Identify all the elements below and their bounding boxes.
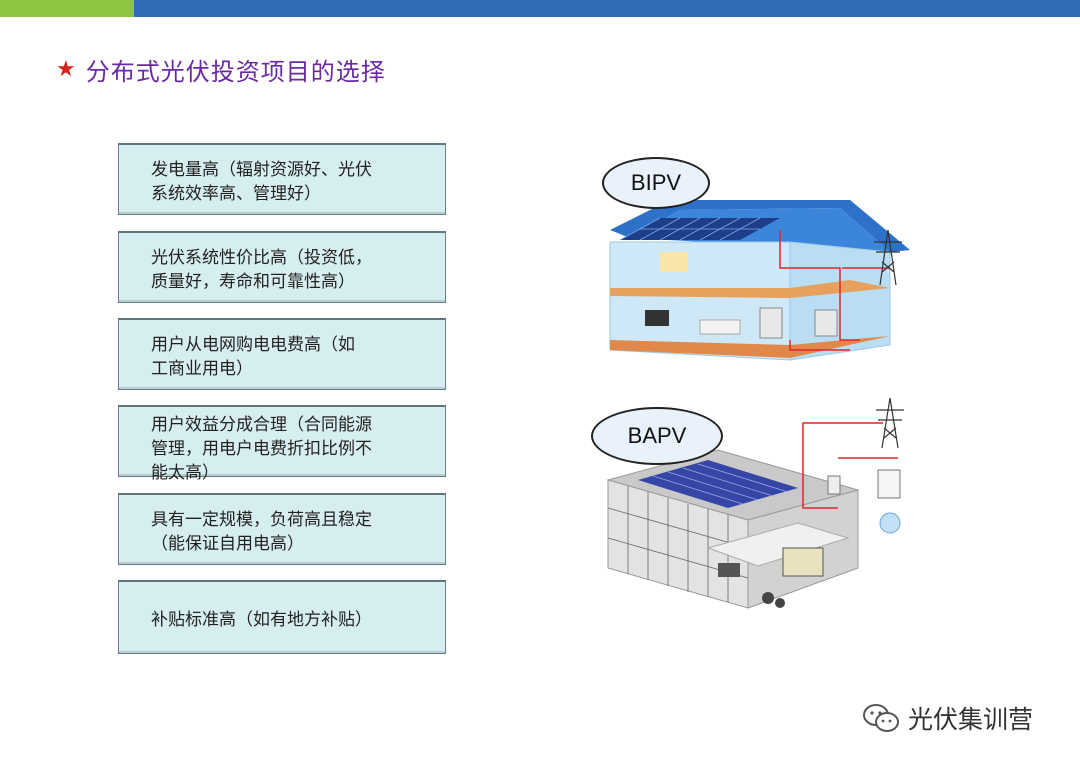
card-line: 发电量高（辐射资源好、光伏 [151, 159, 372, 180]
watermark-text: 光伏集训营 [908, 705, 1034, 734]
card-line: 光伏系统性价比高（投资低， [151, 247, 372, 268]
wechat-icon [863, 704, 899, 732]
criteria-card-5: 具有一定规模，负荷高且稳定 （能保证自用电高） [118, 493, 446, 565]
top-bar-blue [134, 0, 1080, 17]
card-line: 工商业用电） [151, 358, 253, 379]
bipv-label: BIPV [602, 157, 710, 209]
card-line: 能太高） [151, 463, 219, 483]
card-line: 管理，用电户电费折扣比例不 [151, 439, 372, 459]
slide-title-text: 分布式光伏投资项目的选择 [85, 58, 386, 86]
criteria-card-4: 用户效益分成合理（合同能源管理，用电户电费折扣比例不能太高） [118, 405, 446, 483]
card-line: 补贴标准高（如有地方补贴） [151, 609, 372, 630]
watermark: 光伏集训营 [862, 700, 1033, 736]
card-line: 用户从电网购电电费高（如 [151, 334, 355, 355]
star-icon: ★ [56, 57, 76, 82]
criteria-card-1: 发电量高（辐射资源好、光伏系统效率高、管理好） [118, 143, 446, 215]
card-line: 质量好，寿命和可靠性高） [151, 271, 355, 292]
bapv-label: BAPV [591, 407, 723, 465]
card-line: 系统效率高、管理好） [151, 183, 321, 204]
criteria-card-3: 用户从电网购电电费高（如工商业用电） [118, 318, 446, 390]
card-line: 用户效益分成合理（合同能源 [151, 415, 372, 435]
bipv-house-illustration [609, 200, 910, 361]
card-line: （能保证自用电高） [151, 533, 304, 554]
criteria-card-6: 补贴标准高（如有地方补贴） [118, 580, 446, 654]
criteria-card-2: 光伏系统性价比高（投资低， 质量好，寿命和可靠性高） [118, 231, 446, 303]
bapv-building-illustration [606, 398, 904, 609]
top-bar-green [0, 0, 134, 17]
slide-title: ★ 分布式光伏投资项目的选择 [56, 52, 386, 87]
card-line: 具有一定规模，负荷高且稳定 [151, 509, 372, 530]
